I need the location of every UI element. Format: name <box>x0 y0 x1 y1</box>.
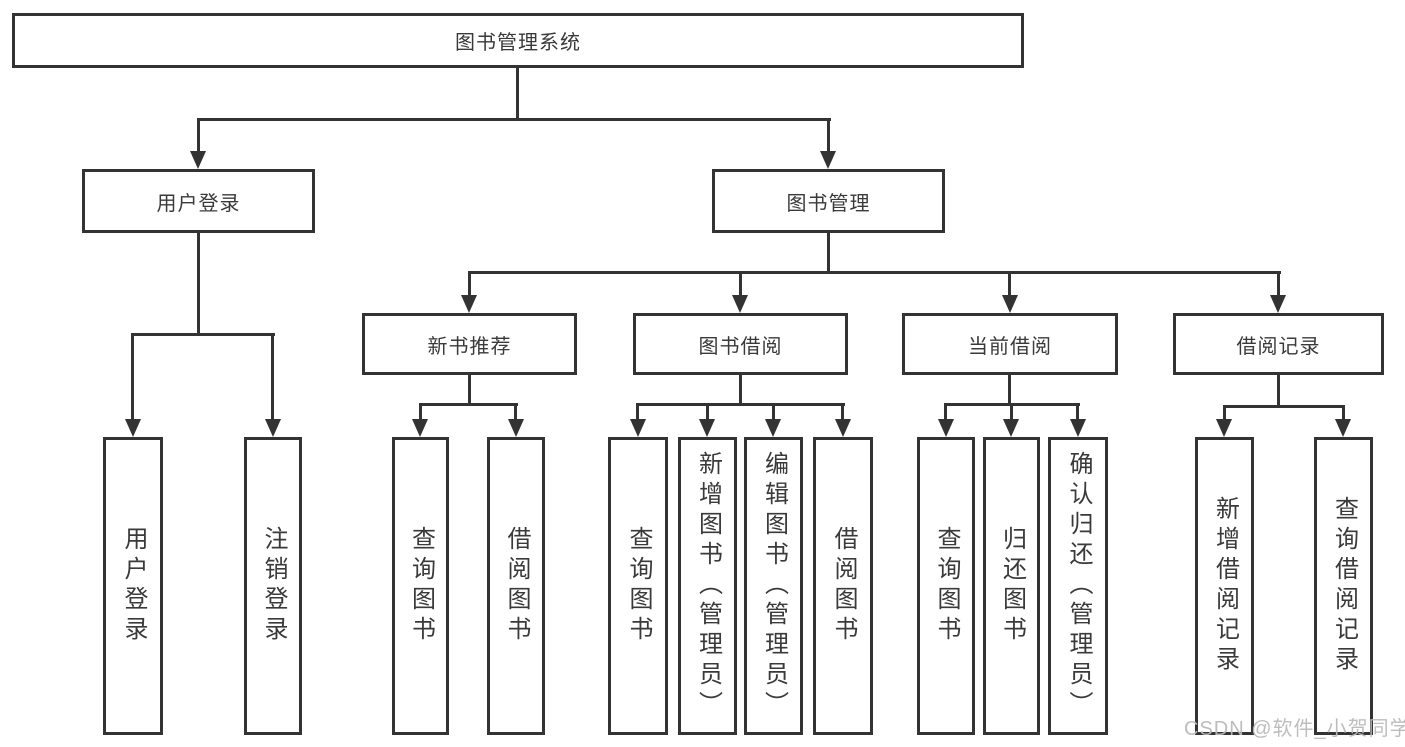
node-query-book-borrowing: 查询图书 <box>608 437 668 735</box>
connector-line <box>197 233 200 336</box>
connector-line <box>636 403 639 421</box>
connector-line <box>1277 375 1280 408</box>
node-label: 查询图书 <box>933 526 960 646</box>
node-label: 借阅图书 <box>503 526 530 646</box>
node-label: 新增借阅记录 <box>1211 496 1239 676</box>
connector-line <box>827 233 830 274</box>
arrow-down-icon <box>1002 295 1018 313</box>
node-label: 查询图书 <box>625 526 652 646</box>
connector-line <box>739 271 742 297</box>
connector-line <box>131 333 134 421</box>
node-label: 查询借阅记录 <box>1330 496 1358 676</box>
connector-line <box>1223 405 1345 408</box>
arrow-down-icon <box>938 419 954 437</box>
connector-line <box>772 403 775 421</box>
node-current-borrowing: 当前借阅 <box>902 313 1118 375</box>
connector-line <box>1008 271 1011 297</box>
node-logout-leaf: 注销登录 <box>244 437 302 735</box>
connector-line <box>1223 405 1226 421</box>
arrow-down-icon <box>630 419 646 437</box>
node-label: 图书管理系统 <box>455 32 581 54</box>
csdn-watermark: CSDN @软件_小贺同学 <box>1184 718 1405 740</box>
node-label: 图书借阅 <box>698 335 783 358</box>
connector-line <box>1010 403 1013 421</box>
connector-line <box>419 403 422 421</box>
node-borrow-book-leaf: 借阅图书 <box>813 437 873 735</box>
arrow-down-icon <box>1070 419 1086 437</box>
arrow-down-icon <box>190 151 206 169</box>
node-label: 确认归还（管理员） <box>1065 451 1092 721</box>
node-query-book-current: 查询图书 <box>917 437 975 735</box>
node-user-login-branch: 用户登录 <box>82 169 315 233</box>
connector-line <box>514 403 517 421</box>
arrow-down-icon <box>1216 419 1232 437</box>
connector-line <box>468 375 471 406</box>
connector-line <box>468 271 471 297</box>
connector-line <box>1076 403 1079 421</box>
node-borrow-book-recommend: 借阅图书 <box>487 437 545 735</box>
node-label: 新增图书（管理员） <box>694 451 722 721</box>
node-borrowing-records: 借阅记录 <box>1173 313 1384 375</box>
connector-line <box>636 403 845 406</box>
node-label: 新书推荐 <box>427 335 512 358</box>
node-label: 图书管理 <box>786 192 871 215</box>
node-query-book-recommend: 查询图书 <box>392 437 449 735</box>
arrow-down-icon <box>732 295 748 313</box>
node-library-management-system: 图书管理系统 <box>12 13 1024 68</box>
node-label: 查询图书 <box>407 526 435 646</box>
node-label: 借阅记录 <box>1236 335 1321 358</box>
connector-line <box>468 271 1281 274</box>
arrow-down-icon <box>765 419 781 437</box>
connector-line <box>1277 271 1280 297</box>
node-label: 借阅图书 <box>830 526 857 646</box>
node-query-borrow-record: 查询借阅记录 <box>1314 437 1373 735</box>
arrow-down-icon <box>265 419 281 437</box>
node-label: 当前借阅 <box>968 335 1052 358</box>
node-label: 归还图书 <box>998 526 1026 646</box>
arrow-down-icon <box>1003 419 1019 437</box>
connector-line <box>944 403 947 421</box>
connector-line <box>841 403 844 421</box>
connector-line <box>419 403 518 406</box>
arrow-down-icon <box>820 151 836 169</box>
node-label: 注销登录 <box>260 526 287 646</box>
arrow-down-icon <box>1335 419 1351 437</box>
node-add-borrow-record: 新增借阅记录 <box>1195 437 1254 735</box>
node-new-book-recommend: 新书推荐 <box>362 313 577 375</box>
node-label: 编辑图书（管理员） <box>760 451 788 721</box>
node-edit-book-admin: 编辑图书（管理员） <box>744 437 803 735</box>
connector-line <box>739 375 742 406</box>
connector-line <box>516 68 519 121</box>
node-label: 用户登录 <box>120 526 147 646</box>
connector-line <box>1008 375 1011 406</box>
connector-line <box>131 333 275 336</box>
connector-line <box>827 118 830 153</box>
arrow-down-icon <box>508 419 524 437</box>
arrow-down-icon <box>125 419 141 437</box>
arrow-down-icon <box>699 419 715 437</box>
arrow-down-icon <box>835 419 851 437</box>
node-label: 用户登录 <box>156 192 241 215</box>
connector-line <box>1342 405 1345 421</box>
arrow-down-icon <box>412 419 428 437</box>
connector-line <box>197 118 200 153</box>
connector-line <box>197 118 831 121</box>
connector-line <box>706 403 709 421</box>
node-add-book-admin: 新增图书（管理员） <box>678 437 737 735</box>
arrow-down-icon <box>1270 295 1286 313</box>
node-book-management-branch: 图书管理 <box>712 169 945 233</box>
node-return-book: 归还图书 <box>983 437 1040 735</box>
connector-line <box>271 333 274 421</box>
arrow-down-icon <box>461 295 477 313</box>
node-user-login-leaf: 用户登录 <box>103 437 163 735</box>
node-confirm-return-admin: 确认归还（管理员） <box>1048 437 1108 735</box>
node-book-borrowing: 图书借阅 <box>633 313 848 375</box>
